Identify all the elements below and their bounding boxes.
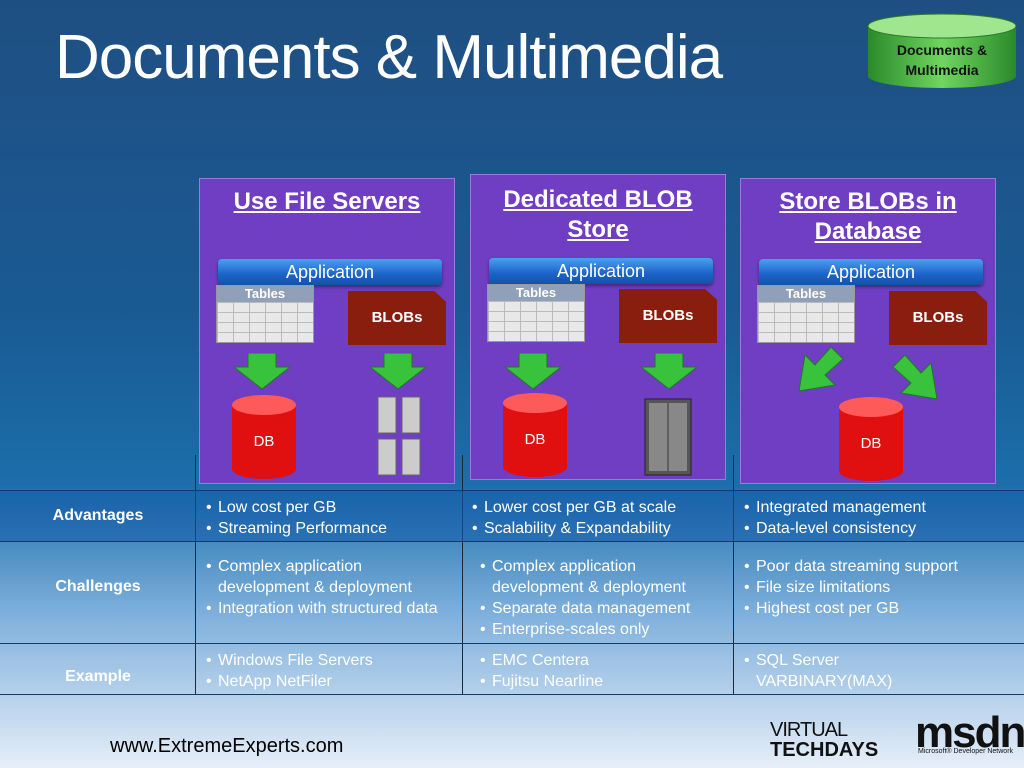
example-cell-3: SQL Server VARBINARY(MAX): [742, 650, 942, 692]
application-bar: Application: [489, 258, 713, 284]
row-label-challenges: Challenges: [55, 578, 141, 595]
down-arrow-icon: [641, 353, 697, 389]
list-item: Data-level consistency: [742, 518, 1012, 539]
row-advantages: Advantages Low cost per GB Streaming Per…: [0, 490, 1024, 541]
badge-line1: Documents &: [896, 42, 988, 58]
down-arrow-icon: [505, 353, 561, 389]
blobs-box: BLOBs: [619, 289, 717, 343]
db-label: DB: [860, 435, 882, 452]
list-item: File size limitations: [742, 577, 1012, 598]
example-cell-2: EMC Centera Fujitsu Nearline: [478, 650, 728, 692]
logo-line2: TECHDAYS: [770, 739, 879, 761]
list-item: SQL Server VARBINARY(MAX): [742, 650, 942, 692]
advantages-cell-3: Integrated management Data-level consist…: [742, 497, 1012, 539]
list-item: Low cost per GB: [204, 497, 454, 518]
msdn-logo-subtitle: Microsoft® Developer Network: [918, 748, 1014, 755]
db-label: DB: [253, 433, 275, 450]
row-label-advantages: Advantages: [52, 507, 144, 524]
list-item: Fujitsu Nearline: [478, 671, 728, 692]
list-item: Complex application development & deploy…: [478, 556, 728, 598]
panel-dedicated-blob-store: Dedicated BLOB Store Application Tables …: [470, 174, 726, 480]
db-label: DB: [524, 431, 546, 448]
diagonal-arrow-icon: [892, 355, 938, 400]
database-icon: DB: [839, 397, 903, 481]
storage-rack-icon: [644, 398, 692, 476]
list-item: EMC Centera: [478, 650, 728, 671]
msdn-logo: msdn: [915, 708, 1024, 757]
tables-grid: Tables: [757, 285, 855, 343]
slide-title: Documents & Multimedia: [55, 23, 723, 92]
topic-badge: Documents & Multimedia: [866, 12, 1018, 90]
example-cell-1: Windows File Servers NetApp NetFiler: [204, 650, 454, 692]
tables-label: Tables: [217, 286, 313, 302]
list-item: Poor data streaming support: [742, 556, 1012, 577]
application-bar: Application: [218, 259, 442, 285]
tables-grid: Tables: [216, 285, 314, 343]
database-icon: DB: [232, 395, 296, 479]
footer-url[interactable]: www.ExtremeExperts.com: [110, 735, 344, 757]
panel-title: Use File Servers: [233, 188, 421, 215]
application-bar: Application: [759, 259, 983, 285]
blobs-box: BLOBs: [889, 291, 987, 345]
badge-line2: Multimedia: [905, 62, 979, 78]
list-item: Scalability & Expandability: [470, 518, 725, 539]
badge-cylinder-icon: [867, 13, 1017, 88]
advantages-cell-2: Lower cost per GB at scale Scalability &…: [470, 497, 725, 539]
panel-title-line1: Dedicated BLOB: [503, 186, 693, 213]
list-item: Integration with structured data: [204, 598, 454, 619]
list-item: NetApp NetFiler: [204, 671, 454, 692]
list-item: Highest cost per GB: [742, 598, 1012, 619]
blobs-box: BLOBs: [348, 291, 446, 345]
panel-file-servers: Use File Servers Application Tables BLOB…: [199, 178, 455, 484]
panel-blobs-in-database: Store BLOBs in Database Application Tabl…: [740, 178, 996, 484]
list-item: Complex application development & deploy…: [204, 556, 454, 598]
tables-label: Tables: [488, 285, 584, 301]
tables-grid: Tables: [487, 284, 585, 342]
challenges-cell-1: Complex application development & deploy…: [204, 556, 454, 619]
database-icon: DB: [503, 393, 567, 477]
list-item: Integrated management: [742, 497, 1012, 518]
panel-title-line2: Store: [567, 216, 629, 243]
row-label-example: Example: [65, 668, 131, 685]
list-item: Streaming Performance: [204, 518, 454, 539]
row-example: Example Windows File Servers NetApp NetF…: [0, 643, 1024, 695]
tables-label: Tables: [758, 286, 854, 302]
row-challenges: Challenges Complex application developme…: [0, 541, 1024, 644]
down-arrow-icon: [370, 353, 426, 389]
list-item: Windows File Servers: [204, 650, 454, 671]
challenges-cell-2: Complex application development & deploy…: [478, 556, 728, 640]
server-icon: [377, 396, 421, 476]
down-arrow-icon: [234, 353, 290, 389]
panel-title-line2: Database: [814, 218, 922, 245]
list-item: Enterprise-scales only: [478, 619, 728, 640]
diagonal-arrow-icon: [798, 347, 844, 392]
list-item: Lower cost per GB at scale: [470, 497, 725, 518]
virtual-techdays-logo: VIRTUAL TECHDAYS: [770, 720, 910, 760]
advantages-cell-1: Low cost per GB Streaming Performance: [204, 497, 454, 539]
list-item: Separate data management: [478, 598, 728, 619]
logo-line1: VIRTUAL: [770, 719, 848, 741]
panel-title-line1: Store BLOBs in: [779, 188, 957, 215]
challenges-cell-3: Poor data streaming support File size li…: [742, 556, 1012, 619]
